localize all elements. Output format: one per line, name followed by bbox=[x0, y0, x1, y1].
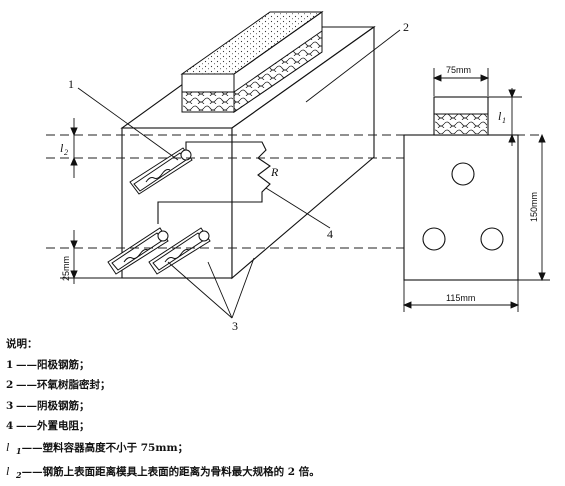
svg-text:l: l bbox=[60, 141, 64, 155]
label-part-2: 2 bbox=[403, 20, 409, 34]
dim-bottom-width: 115mm bbox=[446, 293, 475, 303]
elevation-block bbox=[403, 134, 519, 281]
legend-text: 外置电阻； bbox=[37, 420, 90, 432]
legend-dash: —— bbox=[21, 441, 43, 454]
legend-key: 1 bbox=[6, 358, 14, 371]
leader-lines bbox=[77, 29, 401, 319]
legend-text: 阴极钢筋； bbox=[37, 399, 90, 412]
legend-dash: —— bbox=[16, 420, 37, 432]
block-right-face bbox=[231, 25, 375, 280]
legend-item: 2——环氧树脂密封； bbox=[6, 375, 556, 396]
label-l2-left: l 2 bbox=[60, 141, 68, 157]
elevation-anode-hole bbox=[451, 162, 475, 186]
legend-text: 环氧树脂密封； bbox=[37, 379, 111, 391]
legend-dash: —— bbox=[16, 358, 37, 371]
legend-item: 3——阴极钢筋； bbox=[6, 396, 556, 417]
external-resistor bbox=[157, 141, 271, 224]
legend-dash: —— bbox=[21, 466, 43, 479]
legend-key: l bbox=[6, 439, 10, 454]
dim-height: 150mm bbox=[529, 192, 539, 222]
svg-text:2: 2 bbox=[64, 148, 68, 157]
top-container bbox=[180, 11, 324, 113]
label-l1-right: l 1 bbox=[498, 109, 506, 125]
legend-key: 2 bbox=[6, 379, 14, 391]
specimen-diagram: 1 2 3 4 R l 2 l 1 75mm 115mm 150mm 25mm bbox=[46, 11, 550, 330]
legend-key: 4 bbox=[6, 420, 14, 432]
right-dimensions bbox=[402, 68, 550, 312]
legend-title: 说明： bbox=[6, 338, 38, 350]
svg-text:1: 1 bbox=[502, 116, 506, 125]
elevation-view bbox=[403, 96, 519, 281]
dim-side-height: 25mm bbox=[61, 256, 71, 281]
legend-key: l bbox=[6, 464, 10, 479]
legend-item: 4——外置电阻； bbox=[6, 416, 556, 437]
left-dimensions bbox=[60, 118, 124, 284]
legend-text: 阳极钢筋； bbox=[37, 358, 90, 371]
svg-text:l: l bbox=[498, 109, 502, 123]
elevation-cathode-hole-1 bbox=[422, 227, 446, 251]
label-part-3: 3 bbox=[232, 319, 238, 330]
label-part-1: 1 bbox=[68, 77, 74, 91]
label-part-4: 4 bbox=[327, 227, 333, 241]
legend-item: 1——阳极钢筋； bbox=[6, 355, 556, 376]
legend-text: 塑料容器高度不小于 75mm； bbox=[42, 441, 189, 454]
legend-key: 3 bbox=[6, 399, 14, 412]
legend-dash: —— bbox=[16, 379, 37, 391]
elevation-cathode-hole-2 bbox=[480, 227, 504, 251]
cathode-rebar-2 bbox=[148, 227, 211, 275]
legend-key-subscript: 1 bbox=[16, 445, 22, 456]
dim-top-width: 75mm bbox=[446, 65, 471, 75]
cathode-rebar-1 bbox=[107, 227, 169, 275]
legend-dash: —— bbox=[16, 399, 37, 412]
label-resistor: R bbox=[270, 165, 279, 179]
